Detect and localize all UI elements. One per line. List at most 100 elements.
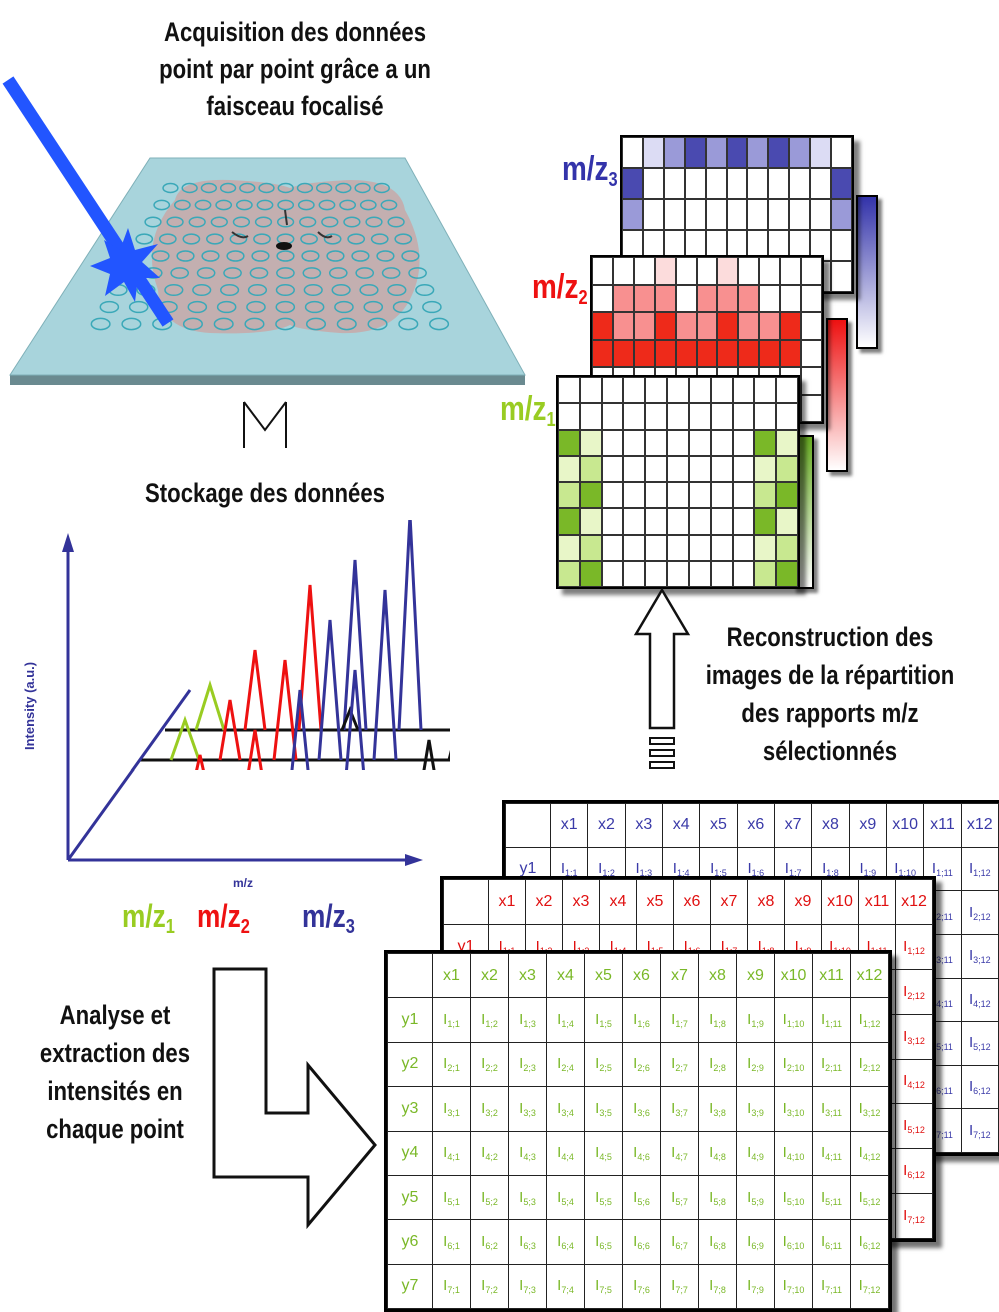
ion-image-pixel [654, 339, 676, 367]
ion-image-pixel [810, 168, 832, 199]
ion-image-pixel [789, 137, 811, 168]
tissue-feature [231, 209, 333, 239]
ion-image-pixel [801, 339, 822, 367]
acquisition-spot [192, 283, 212, 297]
intensity-cell: I6;11 [812, 1219, 851, 1265]
ion-image-pixel [623, 534, 646, 561]
ion-image-pixel [612, 257, 634, 285]
ion-image-pixel [726, 137, 748, 168]
ion-image-pixel [558, 403, 580, 430]
ion-image-pixel [776, 455, 798, 482]
acquisition-spot [206, 233, 224, 245]
ion-image-pixel [754, 482, 777, 509]
ion-image-pixel [558, 482, 580, 509]
reconstruction-line-4: sélectionnés [762, 736, 898, 766]
spectrum-axes-lower [66, 770, 423, 866]
ion-image-pixel [754, 534, 777, 561]
z-axis [130, 689, 192, 770]
ion-image-pixel [558, 508, 580, 535]
column-header: x12 [850, 952, 889, 999]
intensity-cell: I2;12 [895, 968, 933, 1015]
intensity-cell: I7;5 [584, 1263, 623, 1310]
acquisition-spot [246, 300, 266, 314]
intensity-cell: I5;12 [850, 1174, 889, 1221]
ion-image-pixel [776, 377, 798, 404]
ion-image-pixel [688, 403, 711, 430]
ion-image-pixel [623, 429, 646, 456]
acquisition-spot [315, 182, 333, 194]
acquisition-spot [210, 216, 228, 228]
spectrum-peak [195, 754, 205, 770]
ion-image-label-1: m/z1 [500, 390, 556, 431]
column-header: x5 [636, 879, 674, 925]
intensity-cell: I4;3 [508, 1130, 547, 1176]
ion-image-pixel [667, 560, 689, 587]
intensity-cell: I3;11 [812, 1086, 851, 1132]
intensity-cell: I5;3 [508, 1174, 547, 1221]
column-header: x2 [587, 803, 626, 848]
intensity-cell: I5;12 [960, 1021, 999, 1066]
acquisition-spot-grid [90, 182, 450, 331]
intensity-cell: I5;11 [812, 1174, 851, 1221]
acquisition-spot [151, 250, 170, 262]
intensity-cell: I4;11 [812, 1130, 851, 1176]
spectrum-ylabel: Intensity (a.u.) [22, 661, 37, 750]
spectrum-peak [340, 705, 360, 731]
ion-image-pixel [801, 257, 822, 285]
ion-image-pixel [726, 199, 748, 230]
ion-image-pixel [732, 482, 755, 509]
ion-image-pixel [612, 339, 634, 367]
column-header: x10 [821, 879, 859, 925]
ion-image-pixel [642, 168, 664, 199]
intensity-cell: I1;6 [622, 997, 661, 1043]
intensity-cell: I5;4 [546, 1174, 585, 1221]
ion-image-pixel [789, 168, 811, 199]
ion-image-pixel [601, 403, 624, 430]
ion-image-pixel [633, 339, 655, 367]
acquisition-caption-line-2: point par point grâce a un [159, 54, 431, 84]
ion-image-pixel [558, 534, 580, 561]
ion-image-pixel [710, 377, 733, 404]
column-header: x8 [747, 879, 785, 925]
intensity-cell: I3;3 [508, 1086, 547, 1132]
ion-image-pixel [710, 560, 733, 587]
acquisition-spot [182, 233, 201, 245]
intensity-cell: I2;10 [774, 1041, 813, 1088]
intensity-cell: I1;7 [660, 997, 699, 1043]
ion-image-pixel [601, 377, 624, 404]
intensity-cell: I4;12 [850, 1130, 889, 1176]
ion-image-pixel [675, 257, 697, 285]
ion-image-pixel [747, 199, 769, 230]
intensity-cell: I1;11 [812, 997, 851, 1043]
intensity-cell: I2;7 [660, 1041, 699, 1088]
ion-image-pixel [592, 339, 613, 367]
acquisition-caption-line-1: Acquisition des données [163, 17, 427, 47]
intensity-cell: I3;12 [850, 1086, 889, 1132]
spectrum-peak [297, 584, 323, 731]
acquisition-spot [173, 199, 191, 211]
column-header: x8 [811, 803, 850, 848]
intensity-cell: I6;12 [850, 1219, 889, 1265]
tissue-section [151, 179, 420, 334]
acquisition-spot [326, 250, 345, 262]
acquisition-spot [367, 317, 388, 331]
ion-image-pixel [831, 261, 852, 292]
ion-image-pixel [710, 455, 733, 482]
intensity-cell: I2;6 [622, 1041, 661, 1088]
acquisition-spot [370, 233, 389, 245]
ion-image-pixel [696, 284, 718, 312]
acquisition-spot [216, 300, 237, 314]
intensity-cell: I3;9 [736, 1086, 775, 1132]
ion-image-pixel [642, 199, 664, 230]
ion-image-pixel [780, 339, 802, 367]
acquisition-caption-line-3: faisceau focalisé [206, 91, 384, 121]
intensity-cell: I6;12 [960, 1064, 999, 1110]
intensity-cell: I3;5 [584, 1086, 623, 1132]
reconstruction-line-1: Reconstruction des [726, 622, 934, 652]
column-header: x7 [660, 952, 699, 999]
row-header: y1 [387, 997, 433, 1043]
intensity-cell: I7;3 [508, 1263, 547, 1310]
acquisition-spot [251, 250, 270, 262]
intensity-cell: I7;12 [960, 1108, 999, 1153]
acquisition-spot [381, 267, 401, 279]
